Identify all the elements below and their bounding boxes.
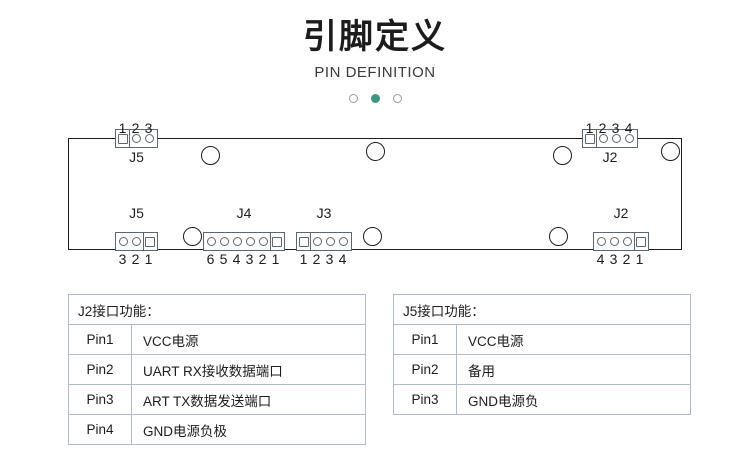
connector-bottom-j4[interactable] [203,232,285,251]
carousel-dot-2-active[interactable] [370,94,380,103]
pad-3 [117,232,130,251]
connector-bottom-j2-label: J2 [613,205,629,221]
carousel-dot-3[interactable] [392,94,402,103]
pin-label: Pin1 [68,324,132,355]
connector-top-j2-label: J2 [602,149,618,165]
pad-2 [257,232,270,251]
table-row: Pin1 VCC电源 [68,324,366,355]
page-title-cn: 引脚定义 [303,18,447,56]
pad-4 [337,232,350,251]
pad-2 [130,232,143,251]
pin-label: Pin2 [68,354,132,385]
pad-1-square [143,232,156,251]
mounting-hole-bottom-1 [183,227,202,246]
mounting-hole-bottom-3 [549,227,568,246]
pin-label: Pin2 [393,354,457,385]
table-j5-pinout: J5接口功能： Pin1 VCC电源 Pin2 备用 Pin3 GND电源负 [393,294,691,415]
mounting-hole-top-3 [553,146,572,165]
mounting-hole-top-4 [661,142,680,161]
page-header: 引脚定义 PIN DEFINITION [0,0,750,103]
table-row: Pin1 VCC电源 [393,324,691,355]
pad-3 [324,232,337,251]
table-row: Pin4 GND电源负极 [68,414,366,445]
carousel-dot-1[interactable] [348,94,358,103]
pad-3 [244,232,257,251]
page-title-en: PIN DEFINITION [314,64,436,81]
pad-2 [597,129,610,148]
table-row: Pin2 UART RX接收数据端口 [68,354,366,385]
connector-top-j5[interactable] [115,129,158,148]
table-row-header: J5接口功能： [393,294,691,325]
pad-6 [205,232,218,251]
pad-4 [623,129,636,148]
pad-5 [218,232,231,251]
connector-bottom-j5-label: J5 [129,205,144,221]
pin-description: GND电源负极 [131,414,366,445]
mounting-hole-bottom-2 [363,227,382,246]
pad-1-square [634,232,647,251]
pad-1-square [298,232,311,251]
pad-3 [608,232,621,251]
connector-bottom-j2[interactable] [593,232,649,251]
carousel-dots [0,94,750,103]
pad-4 [231,232,244,251]
pin-label: Pin3 [393,384,457,415]
mounting-hole-top-2 [366,142,385,161]
pad-1-square [117,129,130,148]
connector-top-j5-label: J5 [129,149,144,165]
pad-3 [610,129,623,148]
table-j2-title: J2接口功能： [68,294,366,325]
mounting-hole-top-1 [201,146,220,165]
pin-description: ART TX数据发送端口 [131,384,366,415]
table-row: Pin3 GND电源负 [393,384,691,415]
connector-bottom-j4-label: J4 [236,205,252,221]
pad-1-square [270,232,283,251]
table-row-header: J2接口功能： [68,294,366,325]
pin-label: Pin3 [68,384,132,415]
pin-label: Pin4 [68,414,132,445]
pin-label: Pin1 [393,324,457,355]
pad-2 [311,232,324,251]
pin-description: VCC电源 [456,324,691,355]
pin-description: VCC电源 [131,324,366,355]
connector-bottom-j5[interactable] [115,232,158,251]
pin-description: GND电源负 [456,384,691,415]
table-j5-title: J5接口功能： [393,294,691,325]
table-row: Pin2 备用 [393,354,691,385]
table-j2-pinout: J2接口功能： Pin1 VCC电源 Pin2 UART RX接收数据端口 Pi… [68,294,366,445]
pad-2 [621,232,634,251]
connector-bottom-j3[interactable] [296,232,352,251]
pad-2 [130,129,143,148]
pin-description: 备用 [456,354,691,385]
connector-top-j2[interactable] [582,129,638,148]
pin-description: UART RX接收数据端口 [131,354,366,385]
pad-1-square [584,129,597,148]
table-row: Pin3 ART TX数据发送端口 [68,384,366,415]
pad-3 [143,129,156,148]
connector-bottom-j3-label: J3 [316,205,332,221]
pad-4 [595,232,608,251]
